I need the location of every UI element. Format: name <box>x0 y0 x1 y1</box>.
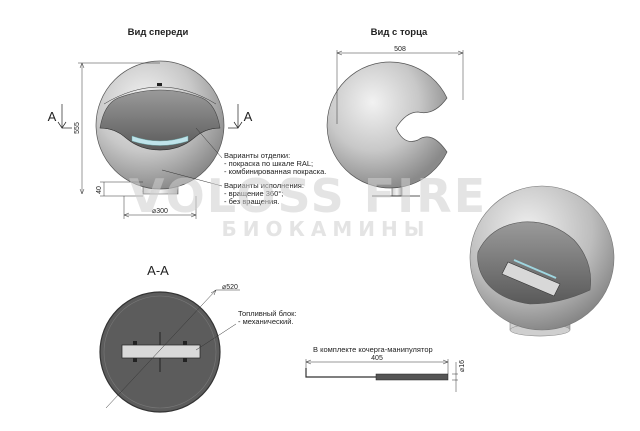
dim-40-label: 40 <box>96 186 103 194</box>
dim-width: 508 <box>336 46 464 124</box>
side-view-title: Вид с торца <box>371 27 428 38</box>
front-glass <box>131 135 189 146</box>
fuel-block-pin-left-bottom <box>133 358 137 362</box>
front-handle <box>157 83 162 86</box>
section-view: ⌀520 Топливный блок: - механический. <box>99 284 297 413</box>
fuel-block <box>121 344 201 359</box>
side-view <box>326 61 448 197</box>
front-view <box>95 60 225 195</box>
fuel-title: Топливный блок: <box>238 309 297 318</box>
dim-555-label: 555 <box>74 122 81 134</box>
finish-option-1: - покраска по шкале RAL; <box>224 159 313 168</box>
section-mark-right: А <box>228 104 253 129</box>
section-letter-left: А <box>48 109 57 124</box>
finish-notes: Варианты отделки: - покраска по шкале RA… <box>224 151 326 176</box>
exec-option-2: - без вращения. <box>224 197 279 206</box>
dim-base-height: 40 <box>96 181 143 197</box>
render-3d <box>469 185 615 337</box>
dim-16-label: ⌀16 <box>459 360 466 372</box>
watermark-main: VOLOSS FIRE <box>129 169 487 223</box>
front-opening-top-edge <box>103 86 217 105</box>
dim-508-label: 508 <box>394 46 406 53</box>
section-inner-ring <box>103 295 217 409</box>
section-letter-right: А <box>244 109 253 124</box>
execution-notes: Варианты исполнения: - вращение 360°; - … <box>224 181 304 206</box>
exec-title: Варианты исполнения: <box>224 181 304 190</box>
section-title: А-А <box>147 263 169 278</box>
fuel-option-1: - механический. <box>238 317 294 326</box>
finish-option-2: - комбинированная покраска. <box>224 167 326 176</box>
leader-exec <box>161 169 223 187</box>
dim-base-diameter: ⌀300 <box>123 196 197 219</box>
dim-300-label: ⌀300 <box>152 208 168 215</box>
leader-finish <box>195 127 223 159</box>
exec-option-1: - вращение 360°; <box>224 189 283 198</box>
render-fuel-block <box>501 261 561 297</box>
kit-note: В комплекте кочерга-манипулятор <box>313 345 433 354</box>
section-mark-left: А <box>48 104 72 129</box>
front-view-title: Вид спереди <box>128 27 189 38</box>
poker-handle <box>375 373 449 381</box>
poker-tool: В комплекте кочерга-манипулятор 405 ⌀16 <box>305 345 466 392</box>
dim-520-label: ⌀520 <box>222 284 238 291</box>
poker-rod <box>305 368 376 378</box>
fuel-block-pin-left <box>133 341 137 345</box>
side-sphere <box>326 61 448 189</box>
dim-405-label: 405 <box>371 355 383 362</box>
watermark: VOLOSS FIRE БИОКАМИНЫ <box>129 169 487 241</box>
fuel-block-pin-right-bottom <box>183 358 187 362</box>
render-opening <box>477 221 591 305</box>
dim-height: 555 <box>74 62 160 195</box>
front-lip <box>99 127 221 151</box>
fuel-block-pin-right <box>183 341 187 345</box>
watermark-sub: БИОКАМИНЫ <box>222 217 431 241</box>
finish-title: Варианты отделки: <box>224 151 290 160</box>
